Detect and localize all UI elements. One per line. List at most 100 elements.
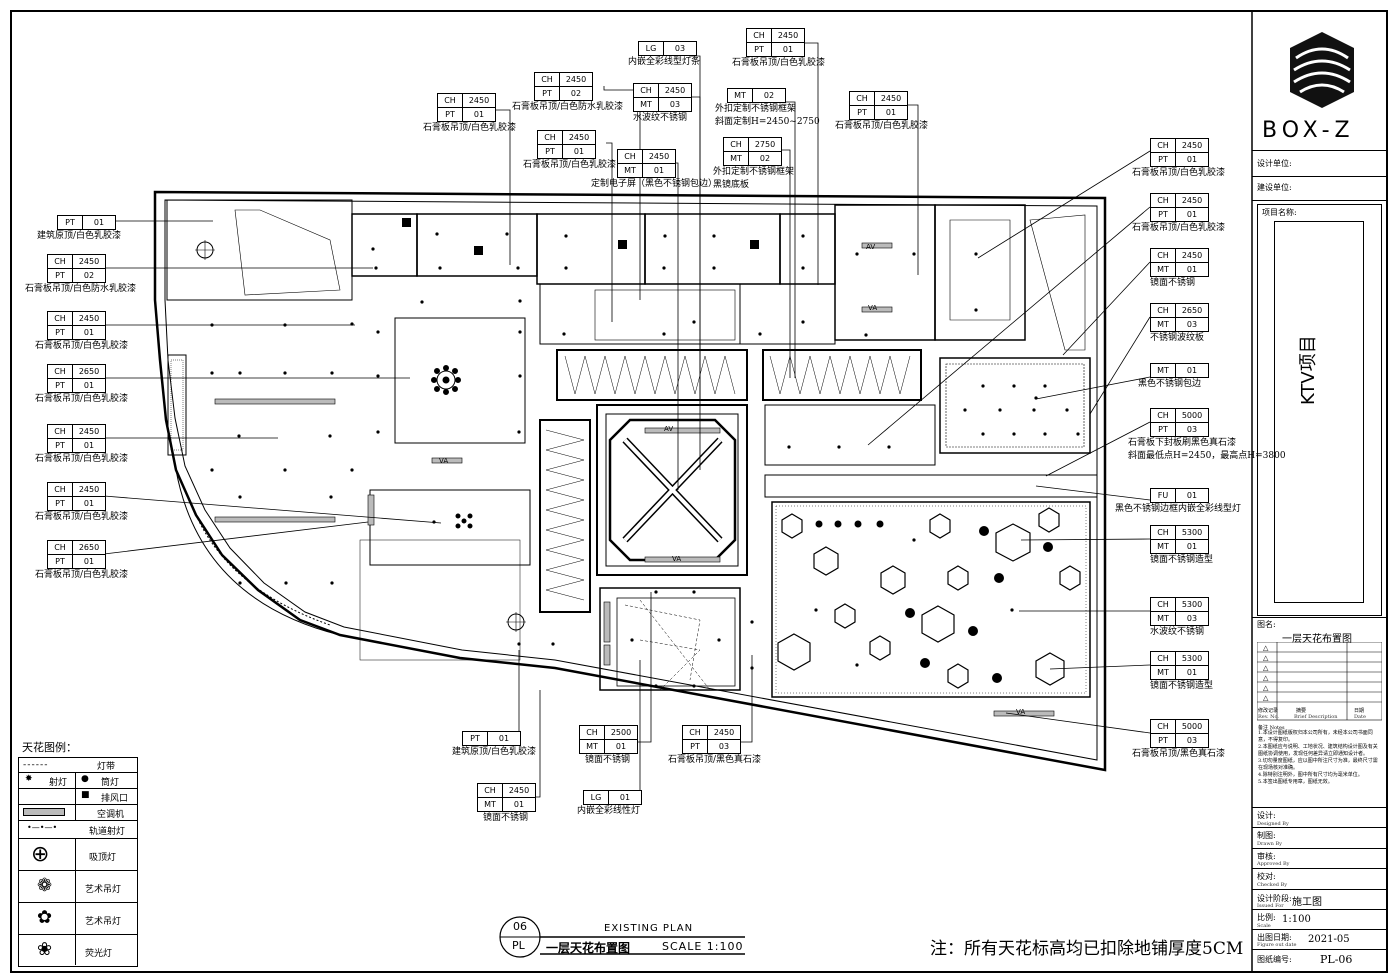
- legend-row: ✿ 艺术吊灯: [19, 902, 137, 935]
- legend-row: ------ 灯带: [23, 760, 116, 772]
- tag-description: 不锈钢波纹板: [1150, 333, 1205, 343]
- project-name: KTV项目: [1298, 335, 1319, 405]
- project-name-box: 项目名称: KTV项目: [1257, 204, 1382, 616]
- track-light-icon: •—•—•: [27, 823, 58, 832]
- plan-name: 一层天花布置图: [546, 941, 631, 955]
- date-col-label: 日期: [1354, 708, 1365, 714]
- spotlight-icon: ✸: [25, 774, 33, 784]
- tag-description: 石膏板吊顶/白色乳胶漆: [423, 123, 517, 133]
- floor-plan: [153, 190, 1107, 772]
- tag-description: 内嵌全彩线性灯: [577, 806, 641, 816]
- tag-description: 外扣定制不锈钢框架: [713, 167, 795, 177]
- revision-label: 修改记录: [1258, 708, 1279, 714]
- legend-row: ❀ 荧光灯: [19, 934, 137, 966]
- plan-existing: EXISTING PLAN: [604, 923, 694, 934]
- art-pendant-icon: ✿: [37, 907, 53, 928]
- legend: ------ 灯带 ✸ 射灯 ● 筒灯 ■ 排风口 空调机 •—•—• 轨道射灯…: [18, 757, 138, 967]
- drawing-no-value: PL-06: [1320, 953, 1353, 966]
- date-value: 2021-05: [1308, 934, 1350, 945]
- tag-description: 石膏板吊顶/白色乳胶漆: [835, 121, 929, 131]
- tag-description: 镜面不锈钢造型: [1150, 555, 1214, 565]
- tag-description: 黑色不锈钢边框内嵌全彩线型灯: [1115, 504, 1242, 514]
- revision-table: △△△△△△: [1257, 642, 1382, 721]
- drawing-name-label: 图名:: [1257, 620, 1276, 629]
- tag-description: 建筑原顶/白色乳胶漆: [37, 231, 122, 241]
- svg-text:△: △: [1263, 654, 1269, 662]
- stage-value: 施工图: [1292, 897, 1322, 908]
- scale-value: 1:100: [1282, 914, 1311, 925]
- tag-description-2: 黑镜底板: [713, 180, 750, 190]
- drawing-name: 一层天花布置图: [1282, 634, 1352, 645]
- downlights: [210, 232, 1080, 688]
- titleblock-frame: [1251, 10, 1388, 973]
- legend-row: •—•—• 轨道射灯: [19, 820, 137, 839]
- fluorescent-light-icon: ❀: [37, 939, 53, 960]
- tag-description: 石膏板吊顶/白色防水乳胶漆: [25, 284, 137, 294]
- svg-text:△: △: [1263, 674, 1269, 682]
- chandelier: [195, 240, 526, 632]
- brand-name: BOX-Z: [1262, 118, 1355, 143]
- tag-description: 水波纹不锈钢: [1150, 627, 1205, 637]
- design-unit-label: 设计单位:: [1257, 159, 1292, 168]
- approved-label: 审核:: [1257, 852, 1276, 861]
- hexagon-mirror-feature: [777, 507, 1081, 689]
- tag-description: 石膏板吊顶/白色防水乳胶漆: [512, 102, 624, 112]
- legend-row: 空调机: [19, 804, 137, 821]
- plan-scale: SCALE 1:100: [662, 940, 744, 953]
- tag-description: 石膏板吊顶/白色乳胶漆: [35, 394, 129, 404]
- notes-label: 备注 Notes: [1258, 725, 1285, 731]
- tag-description: 黑色不锈钢包边: [1138, 379, 1202, 389]
- downlight-icon: ●: [81, 774, 89, 784]
- summary-label: 摘要: [1296, 708, 1307, 714]
- tag-description: 石膏板吊顶/黑色真石漆: [1132, 749, 1226, 759]
- checked-label: 校对:: [1257, 872, 1276, 881]
- tag-description: 建筑原顶/白色乳胶漆: [452, 747, 537, 757]
- ac-label: AV: [866, 243, 876, 251]
- ac-label: VA: [868, 304, 878, 312]
- tag-description: 外扣定制不锈钢框架: [715, 104, 797, 114]
- brand-logo: [1268, 30, 1376, 112]
- ceiling-light-icon: ⊕: [31, 842, 50, 867]
- tag-description: 水波纹不锈钢: [633, 113, 688, 123]
- ac-label: VA: [439, 457, 449, 465]
- art-pendant-icon: ❁: [37, 875, 53, 896]
- build-unit-label: 建设单位:: [1257, 183, 1292, 192]
